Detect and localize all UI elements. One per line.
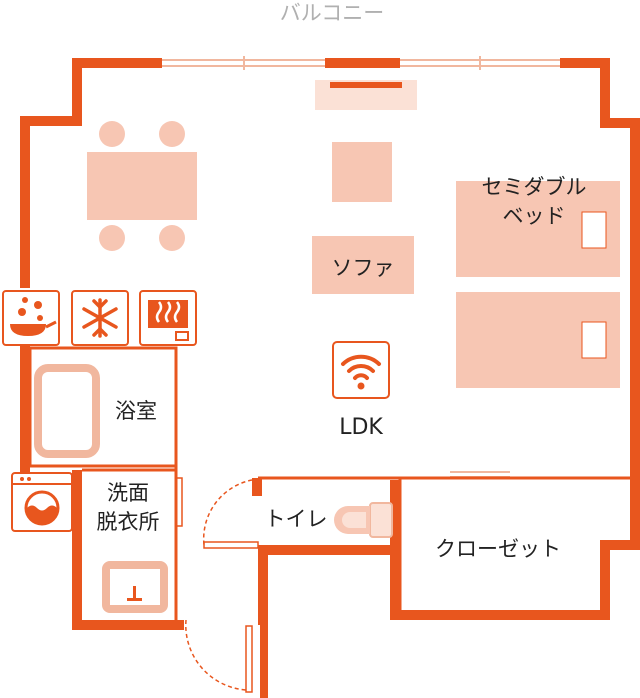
wall-right-step [600,118,640,128]
wall-left-step-vertical [72,58,82,122]
bathtub [34,364,100,458]
wall-toilet-left-upper [252,478,262,496]
balcony-label: バルコニー [280,1,385,25]
toilet-fixture [334,502,393,538]
dining-table [87,152,197,220]
ldk-label: LDK [339,415,383,440]
toilet-label: トイレ [265,507,328,531]
wall-top-right [560,58,610,68]
wifi-icon [332,341,390,399]
washroom-label-line2: 脱衣所 [97,510,160,534]
sofa [312,236,414,294]
wall-left-washroom [72,470,82,630]
wall-left-lower [20,346,30,472]
outer-walls [20,58,640,698]
bed-label-line1: セミダブル [482,175,587,199]
dining-set [87,121,197,251]
washing-machine-icon [11,472,73,532]
wall-right-top [600,58,610,128]
wall-left-step-horizontal [20,116,82,126]
chair [159,225,185,251]
chair [99,121,125,147]
wall-right-bottom-step [600,540,640,550]
chair [99,225,125,251]
washbasin [102,561,168,613]
sofa-label: ソファ [332,256,395,280]
doors [185,479,253,691]
closet-label: クローゼット [435,537,561,561]
hot-water-icon [139,290,197,346]
wall-toilet-left-lower [258,545,268,625]
wall-left-upper [20,116,30,288]
bed-label-line2: ベッド [503,204,566,228]
wall-bottom-closet [390,610,610,620]
low-table [332,142,392,202]
interior-walls [28,346,630,620]
wall-top-left [72,58,162,68]
refrigerator-icon [71,290,129,346]
washroom-label-line1: 洗面 [107,481,149,505]
wall-right-lower [600,540,610,620]
wall-top-mid [325,58,400,68]
chair [159,121,185,147]
wall-bottom-toilet [258,545,400,555]
wall-right [630,118,640,550]
bath-label: 浴室 [115,399,157,423]
tv [330,82,402,88]
pillow [581,211,607,249]
pillow [581,321,607,359]
wall-entrance-right [260,620,268,698]
gas-stove-icon [2,290,60,346]
wall-bottom-left [72,620,184,630]
